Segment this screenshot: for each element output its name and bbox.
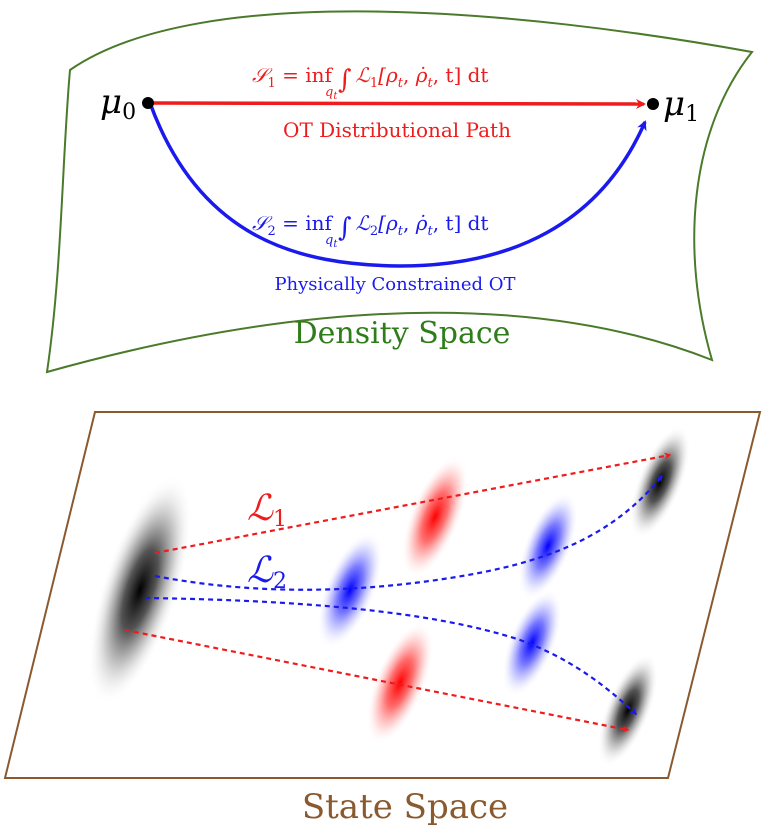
mu1-point xyxy=(647,98,659,110)
ot-formula: 𝒮1 = inf∫ℒ1[ρt, ρ̇t, t] dt xyxy=(252,63,488,95)
mu1-label: μ1 xyxy=(663,84,699,127)
ot-path-arrow xyxy=(149,98,646,109)
l1-label: ℒ1 xyxy=(247,488,287,532)
l2-trajectory-bottom xyxy=(144,596,638,715)
mu0-point xyxy=(142,97,154,109)
l1-trajectory-bottom xyxy=(124,628,630,733)
source-density-blob xyxy=(88,475,192,705)
l1-trajectory-top xyxy=(154,452,672,555)
l2-label: ℒ2 xyxy=(247,550,287,594)
ot-formula-inf-sub: qt xyxy=(325,85,338,102)
state-space-label: State Space xyxy=(302,787,508,827)
constrained-formula-inf-sub: qt xyxy=(325,233,338,250)
ot-path-label: OT Distributional Path xyxy=(283,118,511,142)
red-intermediate-blob-bottom xyxy=(366,622,434,744)
constrained-path-label: Physically Constrained OT xyxy=(274,274,515,295)
red-intermediate-blob-top xyxy=(401,456,469,578)
constrained-formula: 𝒮2 = inf∫ℒ2[ρt, ρ̇t, t] dt xyxy=(252,211,488,243)
density-space-label: Density Space xyxy=(294,316,511,351)
density-space-surface xyxy=(45,10,754,374)
blue-intermediate-blob-1 xyxy=(317,531,383,649)
blue-intermediate-blob-3 xyxy=(501,589,563,697)
mu0-label: μ0 xyxy=(100,82,136,125)
target-density-blob-bottom xyxy=(597,653,659,767)
l2-trajectory-top xyxy=(154,474,663,591)
constrained-path-arrow xyxy=(148,102,647,268)
blue-intermediate-blob-2 xyxy=(517,492,579,600)
